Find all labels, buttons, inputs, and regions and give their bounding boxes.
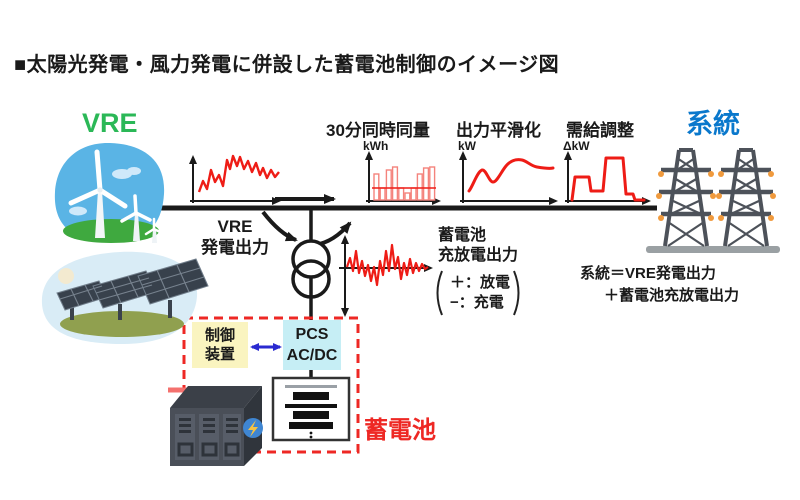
grid-equation-line2: ＋蓄電池充放電出力 bbox=[604, 287, 740, 304]
legend-charge: −：充電 bbox=[450, 294, 504, 311]
smoothing-chart bbox=[459, 151, 558, 205]
controller-label-line2: 装置 bbox=[204, 346, 235, 363]
solar-panel-illustration bbox=[41, 251, 209, 345]
balancing-chart bbox=[564, 151, 651, 205]
controller-box: 制御 装置 bbox=[192, 322, 248, 368]
battery-flow-label-line1: 蓄電池 bbox=[438, 227, 487, 244]
smoothing-chart-unit: kW bbox=[458, 139, 476, 153]
battery-cell-symbol bbox=[271, 376, 351, 442]
vre-label: VRE bbox=[82, 108, 138, 138]
battery-system-label: 蓄電池 bbox=[364, 417, 436, 444]
simultaneous-chart bbox=[365, 151, 441, 205]
transformer-symbol bbox=[291, 239, 331, 299]
balancing-chart-title: 需給調整 bbox=[566, 121, 634, 140]
simultaneous-chart-title: 30分同時同量 bbox=[326, 121, 430, 140]
battery-waveform-chart bbox=[339, 235, 433, 317]
battery-flow-label: 蓄電池 充放電出力 bbox=[438, 226, 518, 266]
pcs-label-line2: AC/DC bbox=[286, 347, 338, 364]
page-title: ■太陽光発電・風力発電に併設した蓄電池制御のイメージ図 bbox=[14, 54, 560, 76]
vre-output-chart bbox=[189, 154, 281, 205]
wind-turbine-illustration bbox=[54, 142, 165, 243]
controller-label-line1: 制御 bbox=[204, 327, 235, 344]
vre-output-label: VRE 発電出力 bbox=[195, 216, 275, 258]
battery-flow-label-line2: 充放電出力 bbox=[438, 247, 519, 264]
battery-flow-legend: ＋：放電 −：充電 bbox=[450, 273, 510, 313]
grid-equation-line1: 系統＝VRE発電出力 bbox=[580, 265, 716, 282]
battery-system-dashed-border bbox=[182, 316, 360, 454]
smoothing-chart-title: 出力平滑化 bbox=[456, 121, 541, 140]
transmission-tower-illustration bbox=[646, 150, 780, 253]
pcs-box: PCS AC/DC bbox=[283, 320, 341, 370]
legend-parentheses bbox=[436, 270, 520, 316]
vre-output-label-line1: VRE bbox=[217, 217, 253, 236]
battery-illustration bbox=[168, 386, 263, 466]
charge-arrow bbox=[261, 210, 298, 242]
simultaneous-chart-unit: kWh bbox=[363, 139, 389, 153]
legend-discharge: ＋：放電 bbox=[450, 274, 511, 291]
pcs-label-line1: PCS bbox=[295, 326, 329, 343]
balancing-chart-unit: ΔkW bbox=[563, 139, 590, 153]
vre-output-label-line2: 発電出力 bbox=[201, 238, 269, 257]
grid-label: 系統 bbox=[686, 109, 740, 139]
